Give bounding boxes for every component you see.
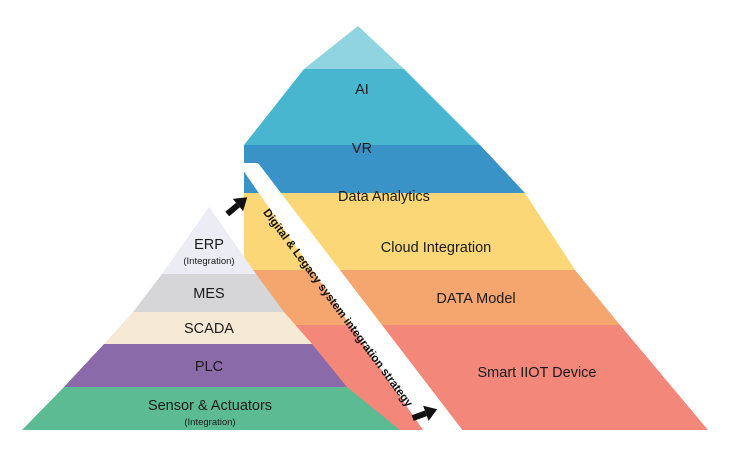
left-pyramid [22, 207, 400, 430]
left-layer-mes [133, 274, 284, 312]
left-layer-scada [104, 312, 312, 344]
right-label-data-analytics: Data Analytics [338, 189, 430, 205]
arrow-shaft-bottom [411, 410, 427, 421]
left-label-mes: MES [193, 286, 224, 302]
arrow-icon [225, 197, 248, 217]
left-label-plc: PLC [195, 359, 223, 375]
left-label-sensor-actuators: Sensor & Actuators [148, 398, 272, 414]
left-layer-erp [162, 207, 256, 274]
right-label-ai: AI [355, 82, 369, 98]
right-label-smart-iiot-device: Smart IIOT Device [478, 365, 597, 381]
left-layer-plc [64, 344, 347, 387]
right-label-cloud-integration: Cloud Integration [381, 240, 491, 256]
right-layer-data-model [244, 270, 620, 325]
left-layer-sensor-actuators [22, 387, 400, 430]
left-sublabel-erp: (Integration) [183, 256, 234, 267]
right-label-data-model: DATA Model [436, 291, 515, 307]
right-layer-ai [304, 26, 404, 69]
left-label-erp: ERP [194, 237, 224, 253]
left-label-scada: SCADA [184, 321, 234, 337]
right-label-vr: VR [352, 141, 372, 157]
arrow-head-bottom [423, 405, 438, 421]
arrow-shaft-top [225, 202, 240, 217]
arrow-head-top [232, 197, 248, 212]
right-layer-data-analytics [244, 145, 525, 193]
left-sublabel-sensor-actuators: (Integration) [184, 417, 235, 428]
right-layer-cloud-integration [244, 193, 575, 270]
diagonal-band [238, 163, 470, 440]
right-layer-vr [244, 69, 480, 145]
arrow-icon [411, 405, 438, 421]
